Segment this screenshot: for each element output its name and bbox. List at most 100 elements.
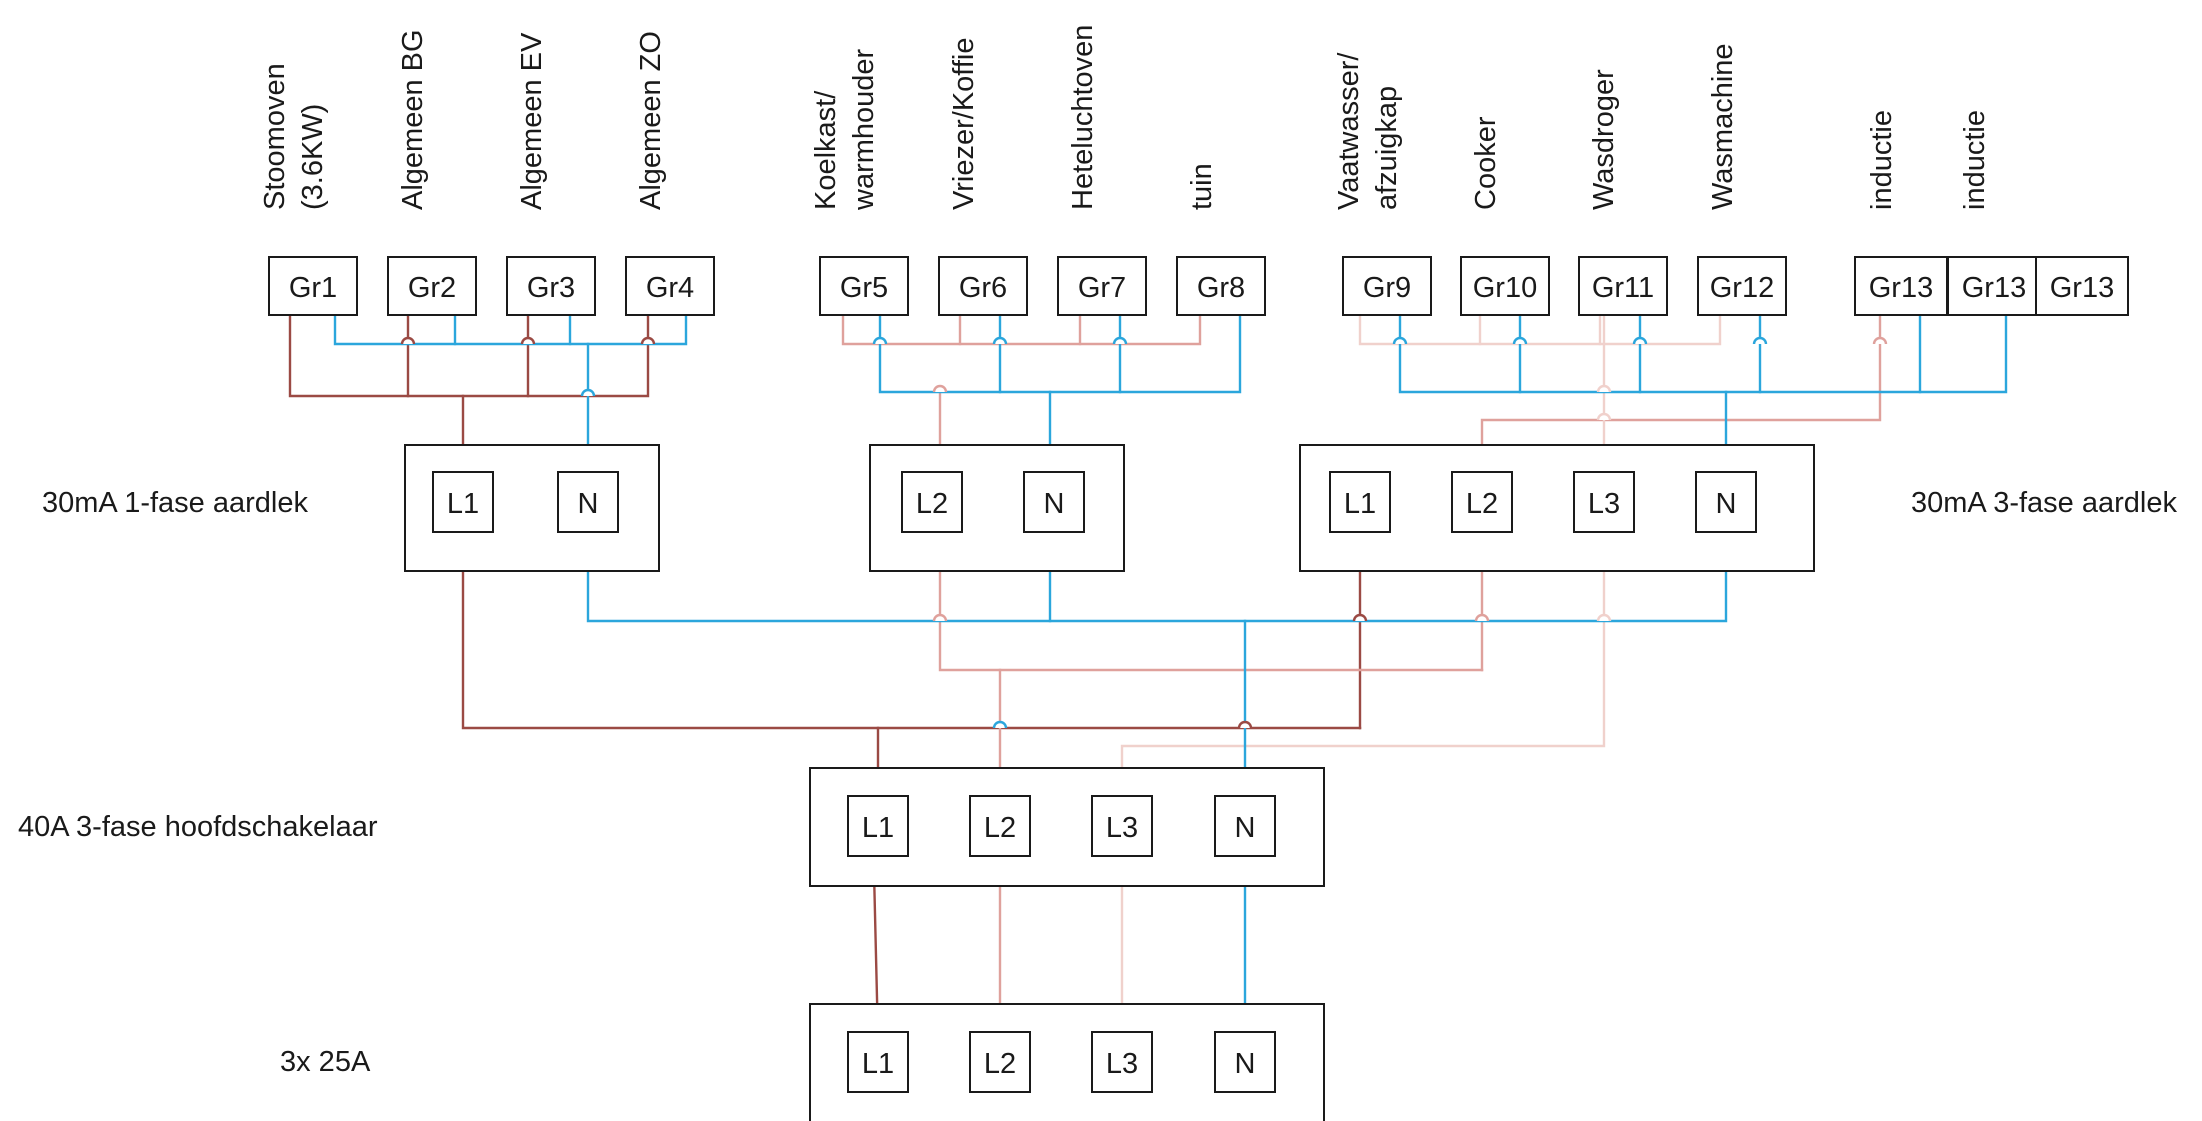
crossover-hop	[640, 336, 656, 345]
group-15-label: Gr13	[2050, 272, 2114, 304]
group-1-description: (3.6KW)	[297, 104, 329, 210]
wire-rcd1-n-bus	[333, 316, 688, 346]
group-4-description: Algemeen ZO	[635, 31, 667, 210]
main-terminal-n-box	[1214, 795, 1276, 857]
rcd1-terminal-l1-label: L1	[447, 488, 479, 520]
group-2-box	[387, 256, 477, 316]
rcd2-terminal-n-box	[1023, 471, 1085, 533]
supply-terminal-l3-box	[1091, 1031, 1153, 1093]
group-8-label: Gr8	[1197, 272, 1245, 304]
crossover-hop	[872, 336, 888, 345]
supply-terminal-l3-label: L3	[1106, 1048, 1138, 1080]
main-terminal-l3-box	[1091, 795, 1153, 857]
group-4-label: Gr4	[646, 272, 694, 304]
group-14-description: inductie	[1959, 110, 1991, 210]
side-label-main-switch: 40A 3-fase hoofdschakelaar	[18, 811, 378, 843]
wiring-layer	[288, 314, 2008, 1042]
rcd2-terminal-l2-box	[901, 471, 963, 533]
text-layer: 30mA 1-fase aardlek 30mA 3-fase aardlek …	[18, 25, 2177, 1080]
wire-n-bus	[586, 535, 1728, 623]
wire-main-l1-to-rcd1	[461, 515, 880, 800]
crossover-hop	[1512, 336, 1528, 345]
crossover-hop	[1392, 336, 1408, 345]
crossover-hop	[932, 613, 948, 622]
group-5-description: Koelkast/	[810, 90, 842, 210]
group-11-description: Wasdroger	[1588, 69, 1620, 210]
group-4-box	[625, 256, 715, 316]
rcd3-terminal-l3-label: L3	[1588, 488, 1620, 520]
group-1-description: Stoomoven	[259, 63, 291, 210]
crossover-hop	[992, 720, 1008, 729]
crossover-hop	[1596, 384, 1612, 393]
main-terminal-l1-box	[847, 795, 909, 857]
group-8-description: tuin	[1186, 163, 1218, 210]
group-3-box	[506, 256, 596, 316]
rcd3-terminal-l2-box	[1451, 471, 1513, 533]
side-label-rcd-1phase: 30mA 1-fase aardlek	[42, 487, 308, 519]
group-9-box	[1342, 256, 1432, 316]
group-6-description: Vriezer/Koffie	[948, 38, 980, 210]
group-2-description: Algemeen BG	[397, 29, 429, 210]
side-label-rcd-3phase: 30mA 3-fase aardlek	[1911, 487, 2177, 519]
supply-terminal-l1-label: L1	[862, 1048, 894, 1080]
group-12-label: Gr12	[1710, 272, 1774, 304]
supply-terminal-l2-box	[969, 1031, 1031, 1093]
group-5-description: warmhouder	[848, 48, 880, 211]
main-terminal-l1-label: L1	[862, 812, 894, 844]
main-terminal-n-label: N	[1235, 812, 1256, 844]
wire-rcd3-l3a-bus	[1358, 316, 1722, 346]
rcd3-terminal-l3-box	[1573, 471, 1635, 533]
main-terminal-l2-label: L2	[984, 812, 1016, 844]
group-7-box	[1057, 256, 1147, 316]
group-12-description: Wasmachine	[1707, 43, 1739, 210]
group-12-box	[1697, 256, 1787, 316]
group-10-label: Gr10	[1473, 272, 1537, 304]
rcd1-terminal-l1-box	[432, 471, 494, 533]
group-11-label: Gr11	[1592, 272, 1654, 304]
rcd1-terminal-n-label: N	[578, 488, 599, 520]
crossover-hop	[400, 336, 416, 345]
crossover-hop	[1112, 336, 1128, 345]
group-13-box	[1854, 256, 1948, 316]
group-9-description: afzuigkap	[1371, 86, 1403, 210]
supply-terminal-l1-box	[847, 1031, 909, 1093]
crossover-hop	[932, 384, 948, 393]
side-label-supply: 3x 25A	[280, 1046, 371, 1078]
wire-rcd2-l2-bus	[841, 316, 1202, 346]
rcd2-terminal-n-label: N	[1044, 488, 1065, 520]
rcd3-terminal-l2-label: L2	[1466, 488, 1498, 520]
group-13-label: Gr13	[1869, 272, 1933, 304]
group-1-label: Gr1	[289, 272, 337, 304]
crossover-hop	[1752, 336, 1768, 345]
crossover-hop	[580, 388, 596, 397]
main-terminal-l3-label: L3	[1106, 812, 1138, 844]
group-8-box	[1176, 256, 1266, 316]
wire-rcd1-l1-bus	[288, 316, 650, 398]
wire-rcd2-n-bus	[878, 316, 1242, 394]
group-10-box	[1460, 256, 1550, 316]
supply-terminal-n-label: N	[1235, 1048, 1256, 1080]
group-9-description: Vaatwasser/	[1333, 52, 1365, 210]
crossover-hop	[1872, 336, 1888, 345]
group-7-label: Gr7	[1078, 272, 1126, 304]
rcd2-terminal-l2-label: L2	[916, 488, 948, 520]
group-6-box	[938, 256, 1028, 316]
crossover-hop	[1596, 613, 1612, 622]
group-5-box	[819, 256, 909, 316]
crossover-hop	[1474, 613, 1490, 622]
group-13-description: inductie	[1866, 110, 1898, 210]
crossover-hop	[520, 336, 536, 345]
supply-terminal-n-box	[1214, 1031, 1276, 1093]
group-3-description: Algemeen EV	[516, 32, 548, 210]
rcd1-terminal-n-box	[557, 471, 619, 533]
crossover-hop	[1596, 412, 1612, 421]
group-3-label: Gr3	[527, 272, 575, 304]
group-7-description: Heteluchtoven	[1067, 25, 1099, 210]
group-5-label: Gr5	[840, 272, 888, 304]
group-15-box	[2035, 256, 2129, 316]
main-terminal-l2-box	[969, 795, 1031, 857]
group-2-label: Gr2	[408, 272, 456, 304]
crossover-hop	[1632, 336, 1648, 345]
rcd3-terminal-l1-label: L1	[1344, 488, 1376, 520]
crossover-hop	[1237, 720, 1253, 729]
